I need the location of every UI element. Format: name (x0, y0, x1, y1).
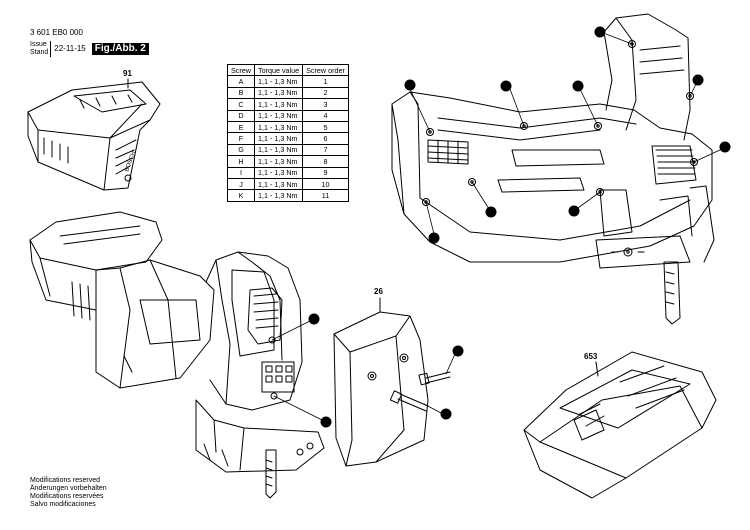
charger-part-number: 653 (584, 352, 598, 361)
jigsaw-housing-right (391, 13, 715, 325)
charger (523, 351, 717, 499)
callout-leaders (271, 33, 723, 421)
callout-f-right: F (692, 74, 704, 86)
cover-part-number: 26 (374, 287, 383, 296)
callout-j: J (440, 408, 452, 420)
callout-c: C (572, 80, 584, 92)
callout-b: B (568, 205, 580, 217)
torque-cell: 1,1 - 1,3 Nm (253, 177, 304, 191)
issue-row: Issue Stand 22-11-15 Fig./Abb. 2 (30, 41, 149, 57)
callout-a: A (500, 80, 512, 92)
callout-e-right: E (719, 141, 731, 153)
footer-line: Modifications reserved (30, 477, 101, 484)
issue-label: Issue (30, 41, 47, 48)
document-number: 3 601 EB0 000 (30, 28, 83, 37)
callout-h: H (404, 79, 416, 91)
callout-f-left: F (308, 313, 320, 325)
document-header: 3 601 EB0 000 Issue Stand 22-11-15 Fig./… (30, 28, 149, 57)
svg-text:K: K (456, 349, 461, 355)
svg-text:E: E (324, 420, 328, 426)
svg-text:F: F (312, 317, 316, 323)
torque-cell: 1,1 - 1,3 Nm (253, 189, 304, 202)
screw-cell: K (227, 189, 255, 202)
issue-date: 22-11-15 (54, 44, 86, 53)
callout-d: D (485, 206, 497, 218)
callout-e-left: E (320, 416, 332, 428)
footer-line: Modifications reservées (30, 493, 104, 500)
callout-i: I (428, 232, 440, 244)
svg-text:D: D (489, 210, 494, 216)
order-cell: 11 (302, 189, 349, 202)
svg-text:E: E (723, 145, 727, 151)
torque-cell: 1,1 - 1,3 Nm (253, 155, 304, 168)
svg-text:G: G (598, 30, 603, 36)
cover-part (333, 311, 429, 467)
svg-text:I: I (433, 236, 435, 242)
stand-label: Stand (30, 49, 49, 56)
svg-text:H: H (408, 83, 412, 89)
svg-text:J: J (444, 412, 447, 418)
figure-label: Fig./Abb. 2 (91, 43, 149, 55)
svg-text:F: F (696, 78, 700, 84)
footer-line: Salvo modificaciones (30, 501, 96, 508)
callout-g: G (594, 26, 606, 38)
footer-line: Änderungen vorbehalten (30, 485, 107, 492)
battery-part-number: 91 (123, 69, 132, 78)
modifications-note: Modifications reserved Änderungen vorbeh… (30, 477, 107, 509)
loose-screws (389, 371, 451, 412)
callout-k: K (452, 345, 464, 357)
svg-text:B: B (572, 209, 577, 215)
svg-text:C: C (576, 84, 581, 90)
jigsaw-housing-left (29, 211, 325, 499)
battery-pack: BOSCH (27, 81, 161, 191)
issue-labels: Issue Stand (30, 41, 52, 57)
svg-text:A: A (504, 84, 509, 90)
